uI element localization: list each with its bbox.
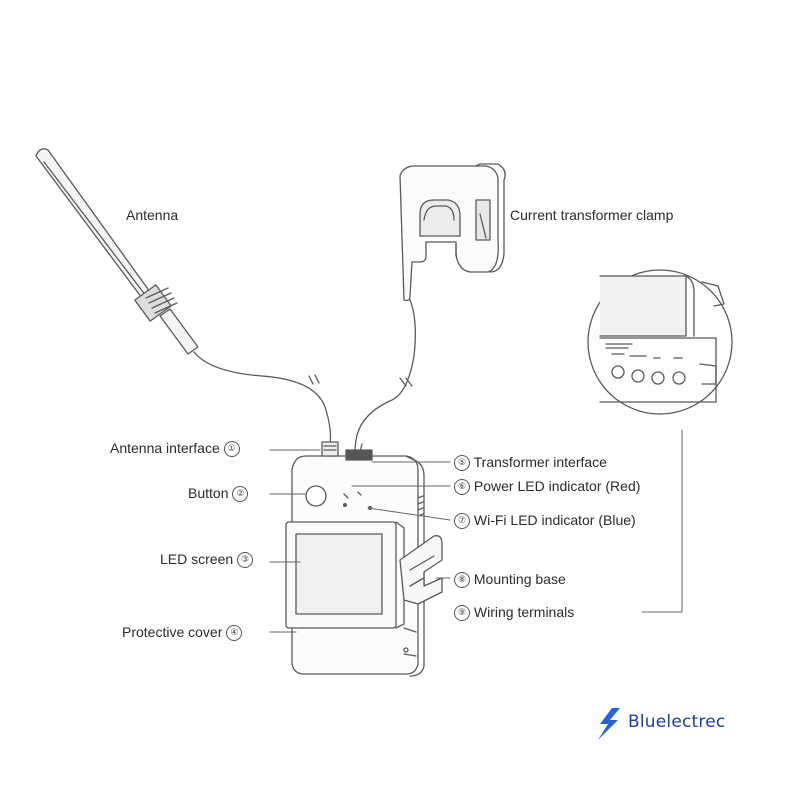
label-ct-clamp: Current transformer clamp — [510, 207, 674, 223]
leader-lines — [269, 429, 683, 633]
device-body-drawing — [285, 441, 443, 677]
brand-name: Bluelectrec — [628, 712, 726, 732]
label-transformer-interface: ⑤ Transformer interface — [454, 453, 607, 472]
label-wifi-led: ⑦ Wi-Fi LED indicator (Blue) — [454, 511, 636, 530]
number-badge-2: ② — [232, 486, 249, 503]
antenna-drawing — [35, 148, 332, 445]
brand-lightning-icon — [598, 708, 620, 740]
inset-detail — [587, 269, 733, 415]
number-badge-7: ⑦ — [454, 513, 470, 530]
number-badge-3: ③ — [237, 552, 254, 569]
label-button: Button ② — [188, 484, 249, 503]
number-badge-4: ④ — [226, 625, 243, 642]
number-badge-9: ⑨ — [454, 605, 470, 622]
label-protective-cover: Protective cover ④ — [122, 623, 243, 642]
number-badge-1: ① — [223, 441, 240, 458]
label-led-screen: LED screen ③ — [160, 550, 254, 569]
brand-logo: Bluelectrec — [598, 706, 725, 738]
number-badge-6: ⑥ — [454, 479, 470, 496]
label-mounting-base: ⑧ Mounting base — [454, 570, 566, 589]
ct-clamp-drawing — [353, 163, 506, 461]
label-antenna-interface: Antenna interface ① — [110, 439, 240, 458]
number-badge-8: ⑧ — [454, 572, 470, 589]
label-antenna: Antenna — [126, 207, 179, 223]
label-wiring-terminals: ⑨ Wiring terminals — [454, 603, 574, 622]
number-badge-5: ⑤ — [454, 455, 470, 472]
label-power-led: ⑥ Power LED indicator (Red) — [454, 477, 640, 496]
